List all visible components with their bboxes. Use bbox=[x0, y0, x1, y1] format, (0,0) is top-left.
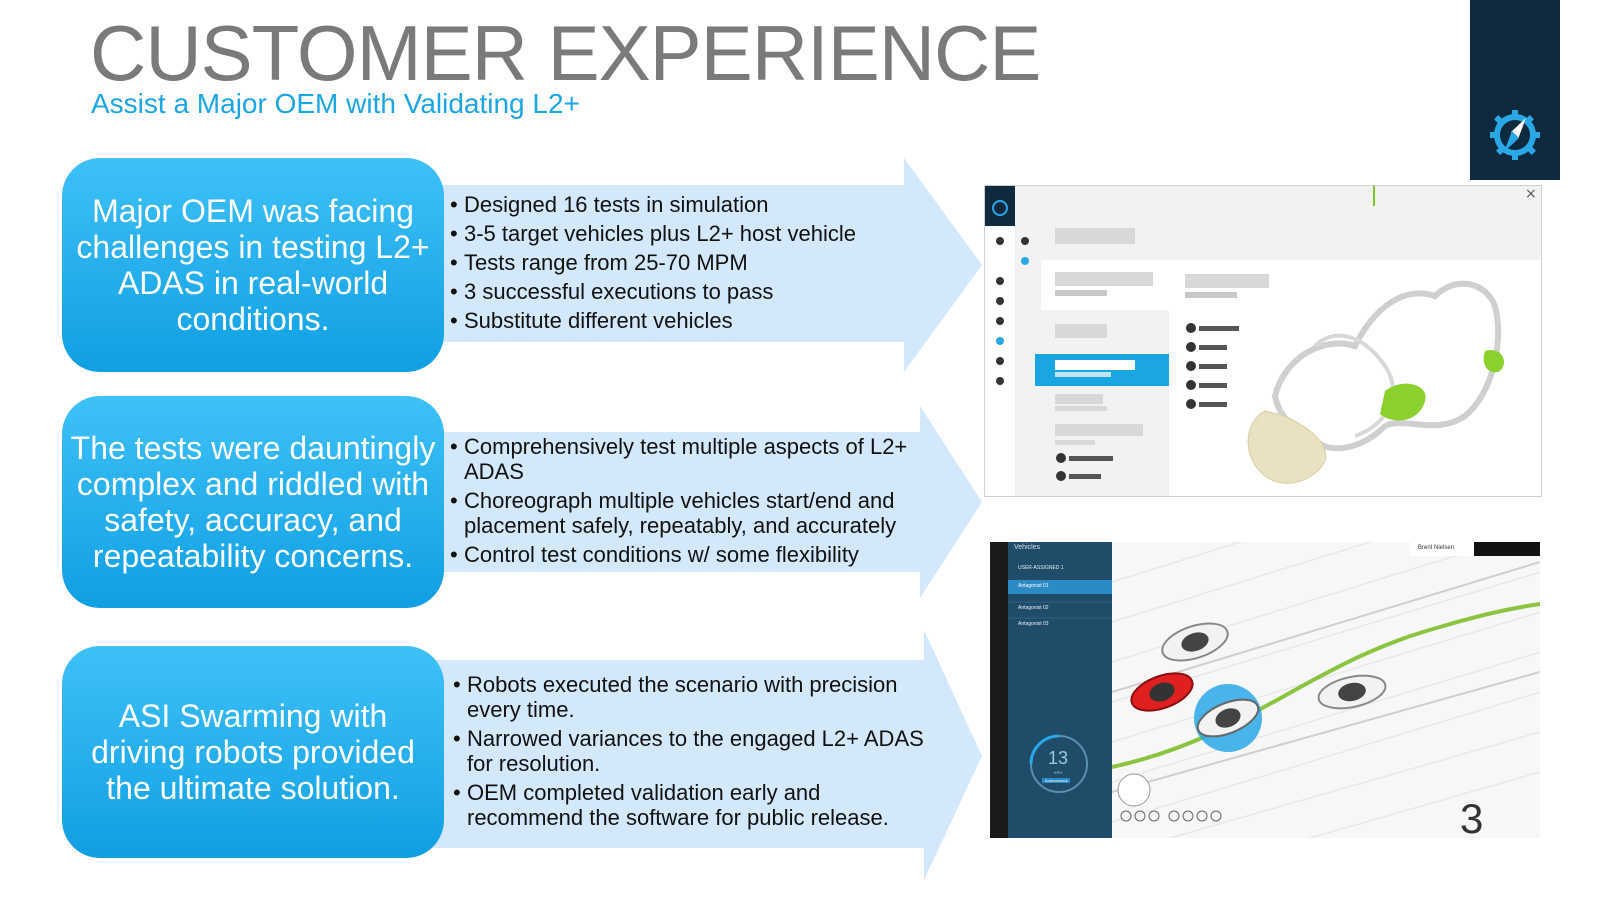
bullet-item: Choreograph multiple vehicles start/end … bbox=[450, 488, 930, 538]
bullet-list: Comprehensively test multiple aspects of… bbox=[450, 434, 930, 571]
bullet-item: Tests range from 25-70 MPM bbox=[450, 250, 910, 275]
page-title: CUSTOMER EXPERIENCE bbox=[90, 9, 1041, 97]
vehicle-item[interactable]: USER-ASSIGNED 1 bbox=[1018, 565, 1064, 571]
summary-pill: ASI Swarming with driving robots provide… bbox=[62, 646, 444, 858]
speed-readout: 13 bbox=[1048, 748, 1069, 768]
bullet-item: Substitute different vehicles bbox=[450, 308, 910, 333]
bullet-item: Control test conditions w/ some flexibil… bbox=[450, 542, 930, 567]
mode-badge: Autonomous bbox=[1042, 778, 1071, 783]
car-white-2 bbox=[1317, 674, 1387, 710]
vehicle-sim-screenshot: Vehicles Brent Nielsen USER-ASSIGNED 1 A… bbox=[990, 542, 1540, 838]
compass-gear-icon bbox=[1490, 110, 1540, 160]
vehicle-item[interactable]: Antagonist 03 bbox=[1018, 621, 1049, 627]
summary-pill: The tests were dauntingly complex and ri… bbox=[62, 396, 444, 608]
bullet-item: Designed 16 tests in simulation bbox=[450, 192, 910, 217]
bullet-list: Robots executed the scenario with precis… bbox=[453, 672, 933, 834]
car-host bbox=[1196, 698, 1260, 738]
summary-pill: Major OEM was facing challenges in testi… bbox=[62, 158, 444, 372]
car-red bbox=[1130, 672, 1194, 712]
bullet-item: Robots executed the scenario with precis… bbox=[453, 672, 933, 722]
track-map-illustration: × bbox=[985, 186, 1541, 496]
bullet-item: 3-5 target vehicles plus L2+ host vehicl… bbox=[450, 221, 910, 246]
vehicle-item[interactable]: Antagonist 02 bbox=[1018, 605, 1049, 611]
sim-canvas bbox=[990, 542, 1540, 838]
car-white-1 bbox=[1161, 622, 1229, 662]
row-complexity: The tests were dauntingly complex and ri… bbox=[62, 396, 982, 608]
bullet-item: OEM completed validation early and recom… bbox=[453, 780, 933, 830]
bullet-list: Designed 16 tests in simulation 3-5 targ… bbox=[450, 192, 910, 337]
bullet-item: 3 successful executions to pass bbox=[450, 279, 910, 304]
track-map-screenshot: × bbox=[984, 185, 1542, 497]
bullet-item: Comprehensively test multiple aspects of… bbox=[450, 434, 930, 484]
vehicles-panel-title: Vehicles bbox=[1014, 544, 1041, 551]
brand-panel bbox=[1470, 0, 1560, 180]
svg-text:×: × bbox=[1525, 186, 1537, 202]
page-number: 3 bbox=[1460, 795, 1484, 842]
bullet-item: Narrowed variances to the engaged L2+ AD… bbox=[453, 726, 933, 776]
speed-unit: KPH bbox=[1054, 770, 1063, 775]
vehicle-item[interactable]: Antagonist 01 bbox=[1018, 583, 1049, 589]
row-challenge: Major OEM was facing challenges in testi… bbox=[62, 158, 982, 372]
page-subtitle: Assist a Major OEM with Validating L2+ bbox=[91, 88, 580, 119]
user-name: Brent Nielsen bbox=[1418, 545, 1455, 551]
row-solution: ASI Swarming with driving robots provide… bbox=[62, 630, 982, 880]
